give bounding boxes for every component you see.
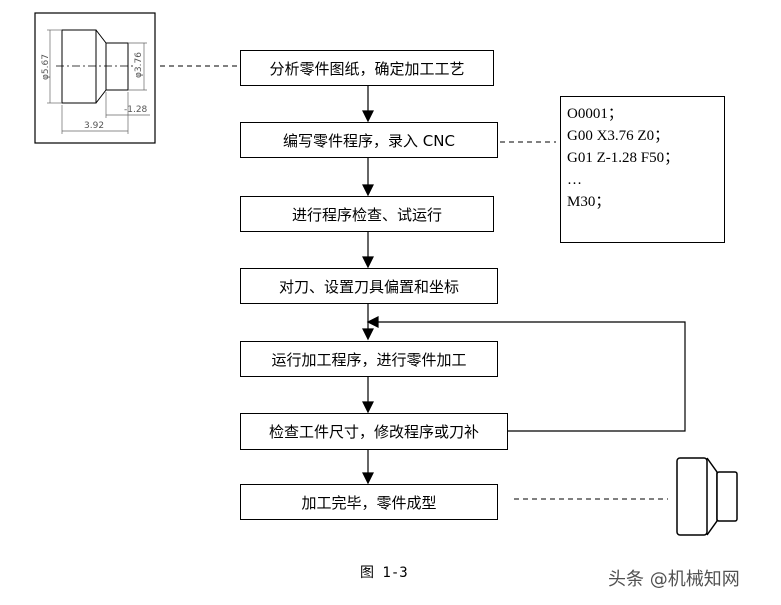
program-line: G00 X3.76 Z0； bbox=[567, 128, 670, 144]
step-write-program: 编写零件程序，录入 CNC bbox=[240, 122, 498, 158]
figure-caption: 图 1-3 bbox=[360, 565, 408, 581]
program-line: … bbox=[567, 172, 582, 188]
step-finished: 加工完毕，零件成型 bbox=[240, 484, 498, 520]
drawing-small-section bbox=[105, 42, 129, 91]
feedback-loop bbox=[366, 316, 686, 432]
dim-length: 3.92 bbox=[84, 121, 104, 131]
drawing-large-section bbox=[61, 29, 97, 104]
step-tool-setup: 对刀、设置刀具偏置和坐标 bbox=[240, 268, 498, 304]
step-inspect-part: 检查工件尺寸，修改程序或刀补 bbox=[240, 413, 508, 450]
dim-left-diameter: φ5.67 bbox=[41, 54, 51, 80]
step-run-machining: 运行加工程序，进行零件加工 bbox=[240, 341, 498, 377]
program-line: M30； bbox=[567, 194, 611, 210]
dim-step: -1.28 bbox=[124, 105, 148, 115]
flow-arrows bbox=[362, 86, 374, 485]
dim-right-diameter: φ3.76 bbox=[134, 52, 144, 78]
finished-part-drawing bbox=[676, 457, 738, 536]
program-line: G01 Z-1.28 F50； bbox=[567, 150, 680, 166]
drawing-frame bbox=[34, 12, 156, 144]
watermark: 头条 @机械知网 bbox=[608, 569, 740, 590]
step-analyze-drawing: 分析零件图纸，确定加工工艺 bbox=[240, 50, 494, 86]
program-listing: O0001； G00 X3.76 Z0； G01 Z-1.28 F50； … M… bbox=[560, 96, 725, 243]
program-line: O0001； bbox=[567, 106, 623, 122]
step-check-program: 进行程序检查、试运行 bbox=[240, 196, 494, 232]
